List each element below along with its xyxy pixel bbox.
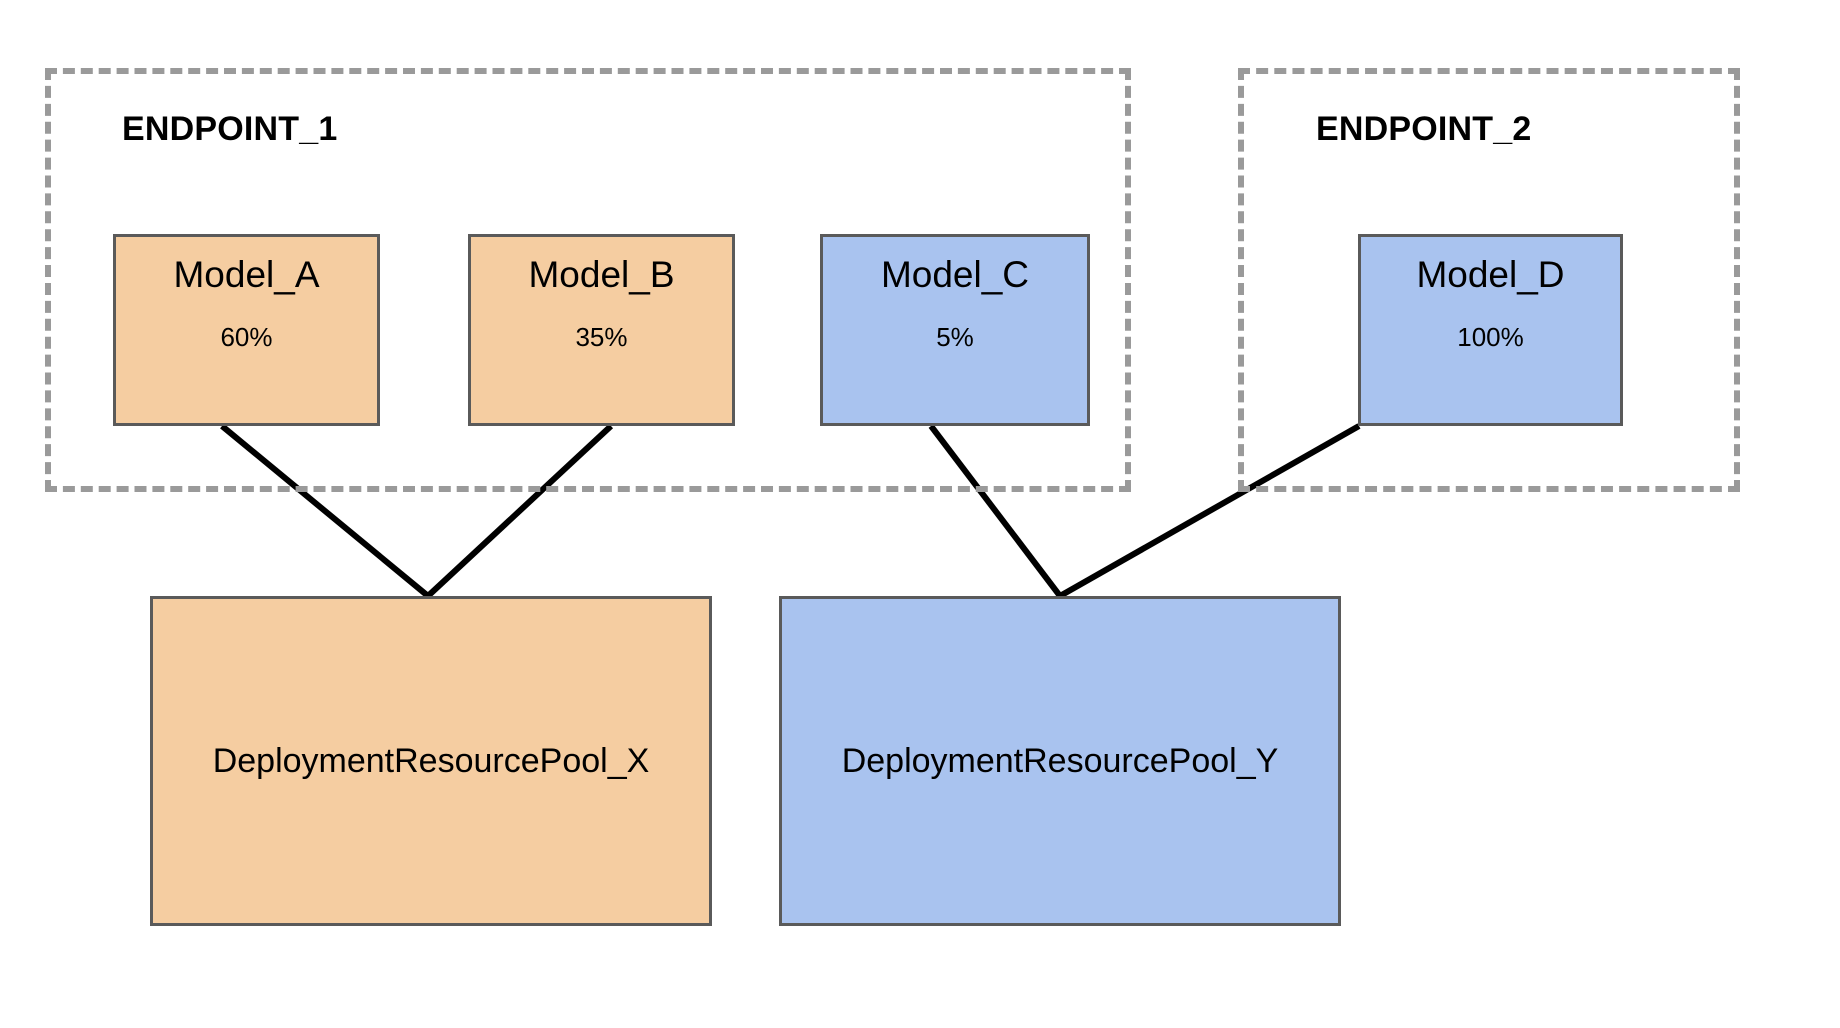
model-node-label: Model_B	[528, 254, 675, 295]
resource-pool-label: DeploymentResourcePool_Y	[841, 741, 1279, 780]
endpoint-group-2[interactable]	[1238, 68, 1740, 492]
resource-pool-label: DeploymentResourcePool_X	[212, 741, 650, 780]
model-node-label: Model_A	[173, 254, 320, 295]
model-traffic-split-percent: 100%	[1457, 321, 1524, 352]
model-node-model-d[interactable]: Model_D 100%	[1358, 234, 1623, 426]
model-node-model-c[interactable]: Model_C 5%	[820, 234, 1090, 426]
model-traffic-split-percent: 35%	[575, 321, 628, 352]
resource-pool-deploymentresourcepool-x[interactable]: DeploymentResourcePool_X	[150, 596, 712, 926]
endpoint-group-label-2: ENDPOINT_2	[1316, 110, 1532, 148]
model-traffic-split-percent: 5%	[936, 321, 974, 352]
model-node-model-a[interactable]: Model_A 60%	[113, 234, 380, 426]
model-node-model-b[interactable]: Model_B 35%	[468, 234, 735, 426]
model-traffic-split-percent: 60%	[220, 321, 273, 352]
model-node-label: Model_C	[880, 254, 1030, 295]
endpoint-group-1[interactable]	[45, 68, 1131, 492]
resource-pool-deploymentresourcepool-y[interactable]: DeploymentResourcePool_Y	[779, 596, 1341, 926]
endpoint-group-label-1: ENDPOINT_1	[122, 110, 338, 148]
model-node-label: Model_D	[1416, 254, 1565, 295]
